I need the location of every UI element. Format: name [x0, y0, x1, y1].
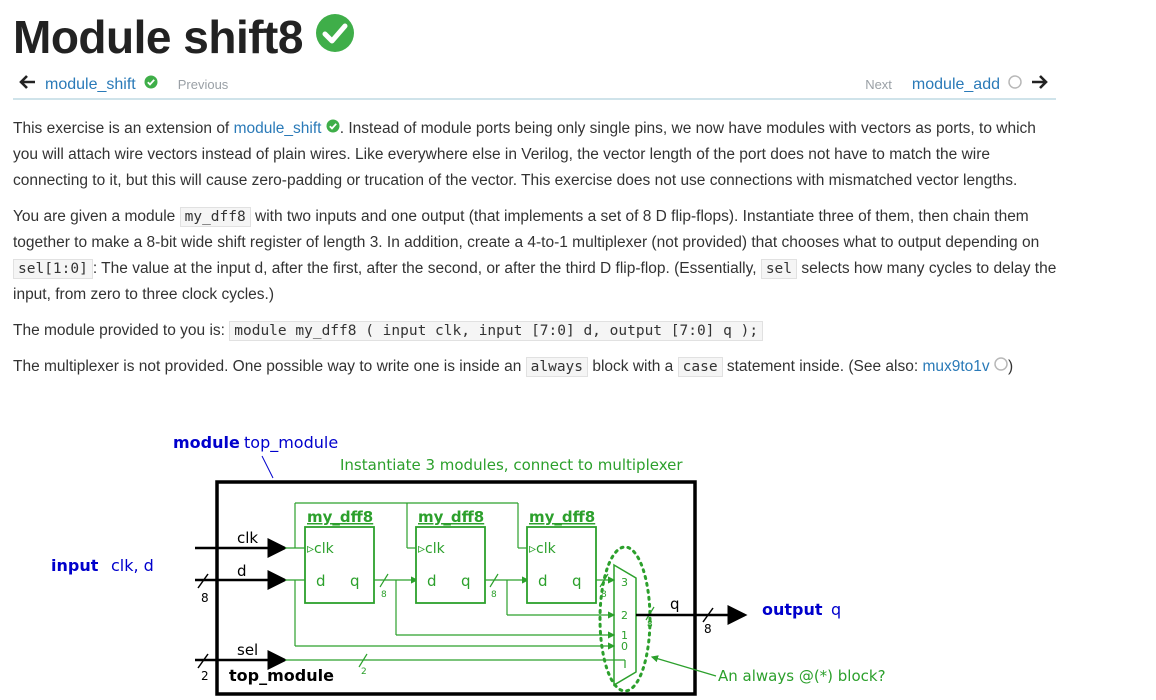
top-module-label: top_module: [229, 666, 334, 685]
clk-port-text: clk: [536, 541, 557, 557]
dff-d-port: d: [316, 572, 326, 590]
dff-name: my_dff8: [529, 508, 595, 526]
mux-input-label: 3: [621, 576, 628, 589]
dff-clk-port: ▹clk: [529, 541, 557, 557]
clk-port-text: clk: [425, 541, 446, 557]
text: The multiplexer is not provided. One pos…: [13, 358, 526, 376]
code-inline: case: [677, 357, 723, 378]
arrow-right-icon[interactable]: [1030, 74, 1048, 95]
mux-input-label: 1: [621, 629, 628, 642]
top-module-box: [215, 480, 697, 696]
text: The module provided to you is:: [13, 322, 230, 340]
q-width-label: 8: [704, 622, 712, 636]
dff-box-3: [526, 526, 597, 604]
code-inline: module my_dff8 ( input clk, input [7:0] …: [229, 321, 764, 342]
solved-check-icon: [315, 10, 355, 64]
code-inline: sel[1:0]: [13, 259, 93, 280]
dff-box-2: [415, 526, 486, 604]
input-keyword: input: [51, 556, 99, 575]
prev-problem-link[interactable]: module_shift: [45, 75, 136, 93]
check-circle-icon: [144, 75, 158, 94]
d-width-label: 8: [201, 591, 209, 605]
bus-width: 8: [381, 590, 387, 600]
arrow-left-icon[interactable]: [19, 74, 37, 95]
module-pointer-line: [261, 455, 274, 479]
dff-name: my_dff8: [418, 508, 484, 526]
check-circle-icon: [326, 116, 340, 142]
dff-clk-port: ▹clk: [418, 541, 446, 557]
next-label: Next: [865, 77, 892, 92]
sel-label: sel: [237, 641, 258, 659]
paragraph-provided: The module provided to you is: module my…: [13, 318, 1063, 344]
code-inline: sel: [760, 259, 798, 280]
mux9to1v-link[interactable]: mux9to1v: [922, 358, 990, 376]
text: . Instead of module ports being only sin…: [13, 120, 1036, 190]
always-note-pointer: [650, 655, 717, 677]
bus-slash: [702, 607, 714, 623]
dff-q-port: q: [572, 572, 582, 590]
prev-label: Previous: [177, 77, 229, 92]
code-inline: always: [525, 357, 589, 378]
dff-clk-port: ▹clk: [307, 541, 335, 557]
clk-label: clk: [237, 529, 258, 547]
always-block-ellipse: [598, 545, 652, 693]
dff-d-port: d: [538, 572, 548, 590]
instantiate-note: Instantiate 3 modules, connect to multip…: [340, 456, 683, 474]
mux-input-label: 0: [621, 640, 628, 653]
dff-q-port: q: [350, 572, 360, 590]
always-note: An always @(*) block?: [718, 667, 886, 685]
q-label: q: [670, 595, 680, 613]
multiplexer: [613, 563, 637, 687]
text: You are given a module: [13, 208, 180, 226]
output-name: q: [831, 600, 841, 619]
bus-width: 8: [491, 590, 497, 600]
bus-slash: [197, 573, 209, 589]
dff-box-1: [304, 526, 375, 604]
text: ): [1007, 358, 1014, 376]
text: selects how many cycles to delay the inp…: [13, 260, 1057, 304]
bus-width: 8: [601, 590, 607, 600]
code-inline: my_dff8: [179, 207, 251, 228]
bus-width: 2: [361, 667, 367, 677]
text: : The value at the input d, after the fi…: [92, 260, 761, 278]
dff-d-port: d: [427, 572, 437, 590]
empty-circle-icon: [994, 354, 1008, 380]
empty-circle-icon: [1008, 75, 1022, 94]
text: block with a: [588, 358, 678, 376]
mux-input-label: 2: [621, 609, 628, 622]
bus-slash: [379, 573, 389, 588]
bus-slash: [197, 653, 209, 669]
paragraph-task: You are given a module my_dff8 with two …: [13, 204, 1063, 308]
paragraph-mux: The multiplexer is not provided. One pos…: [13, 354, 1063, 380]
bus-slash: [358, 653, 368, 668]
next-problem-link[interactable]: module_add: [911, 75, 1000, 93]
bus-slash: [599, 573, 609, 588]
module-keyword: module: [173, 433, 240, 452]
input-names: clk, d: [111, 556, 154, 575]
text: statement inside. (See also:: [722, 358, 923, 376]
d-label: d: [237, 562, 247, 580]
bus-slash: [489, 573, 499, 588]
output-keyword: output: [762, 600, 823, 619]
bus-width: 8: [647, 620, 653, 630]
dff-name: my_dff8: [307, 508, 373, 526]
dff-q-port: q: [461, 572, 471, 590]
problem-navigation: module_shift Previous Next module_add: [13, 70, 1056, 100]
module-name: top_module: [244, 433, 338, 453]
text: This exercise is an extension of: [13, 120, 234, 138]
page-title-text: Module shift8: [13, 11, 303, 63]
sel-width-label: 2: [201, 669, 209, 683]
circuit-diagram: module top_module Instantiate 3 modules,…: [51, 433, 886, 696]
page-title: Module shift8: [13, 10, 355, 64]
module-shift-link[interactable]: module_shift: [233, 120, 322, 138]
paragraph-intro: This exercise is an extension of module_…: [13, 116, 1063, 194]
text: with two inputs and one output (that imp…: [13, 208, 1040, 252]
clk-port-text: clk: [314, 541, 335, 557]
problem-statement: This exercise is an extension of module_…: [13, 116, 1063, 390]
